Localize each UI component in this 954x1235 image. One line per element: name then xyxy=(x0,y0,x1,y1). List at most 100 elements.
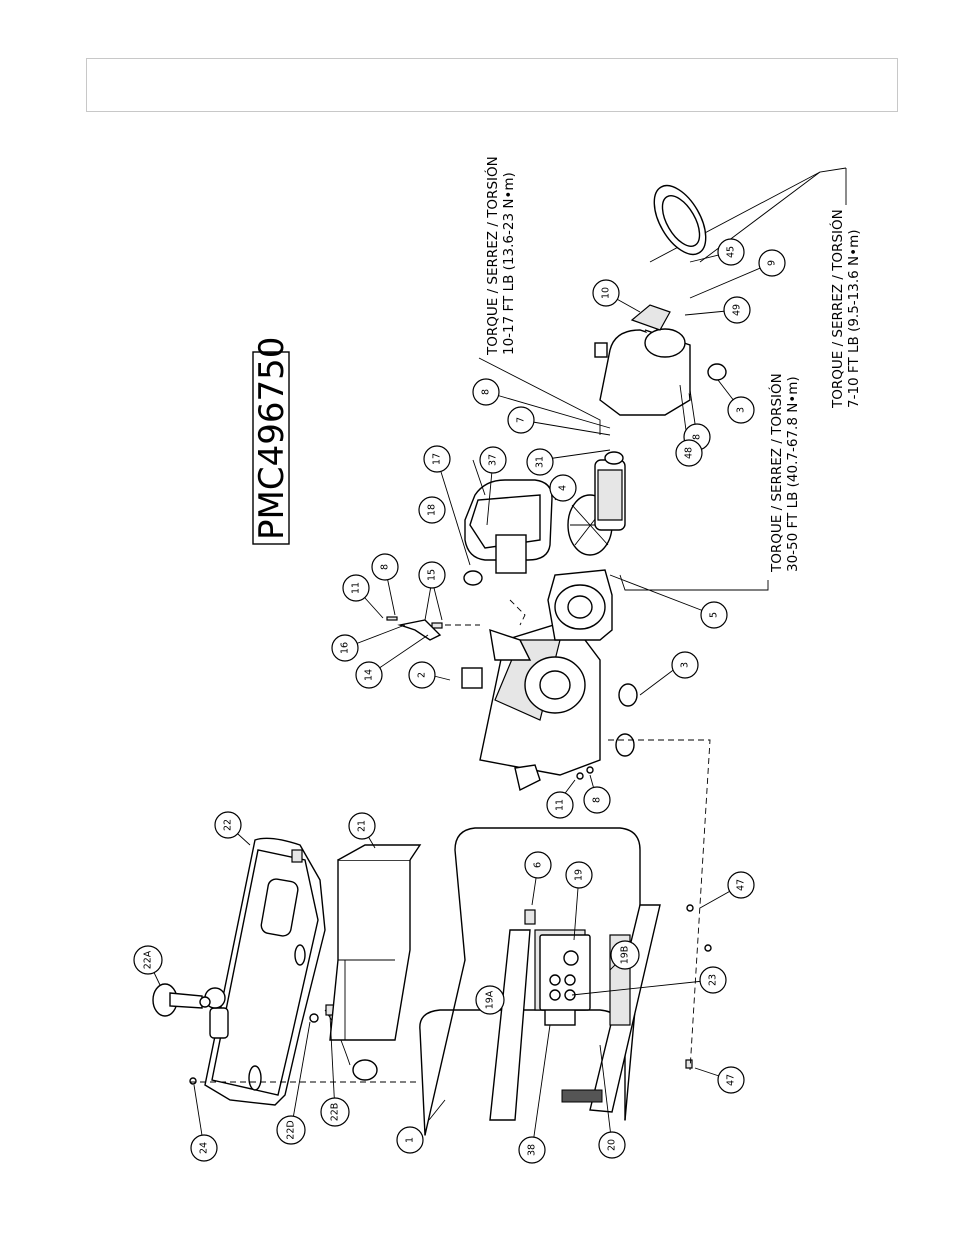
callout-31: 31 xyxy=(526,448,554,476)
callout-23: 23 xyxy=(699,966,727,994)
callout-47-bottom: 47 xyxy=(717,1066,745,1094)
torque-note-3-line2: 7-10 FT LB (9.5-13.6 N•m) xyxy=(846,229,862,408)
svg-text:11: 11 xyxy=(351,582,362,594)
svg-text:31: 31 xyxy=(535,456,546,468)
dash-mount xyxy=(608,739,711,1071)
callout-47-top: 47 xyxy=(727,871,755,899)
end-cover xyxy=(653,184,707,256)
callout-10: 10 xyxy=(592,279,620,307)
svg-text:9: 9 xyxy=(767,260,778,266)
torque-note-1-line1: TORQUE / SERREZ / TORSIÓN xyxy=(483,156,501,356)
spark-plug-boot xyxy=(463,570,483,586)
callout-22b: 22B xyxy=(320,1097,350,1127)
callout-48: 48 xyxy=(675,439,703,467)
callout-37: 37 xyxy=(479,446,507,474)
torque-note-2-line2: 30-50 FT LB (40.7-67.8 N•m) xyxy=(785,376,801,572)
svg-text:3: 3 xyxy=(736,407,747,413)
svg-text:37: 37 xyxy=(488,454,499,466)
stator-housing xyxy=(594,304,691,416)
callout-20: 20 xyxy=(598,1131,626,1159)
callout-17: 17 xyxy=(423,445,451,473)
callout-38: 38 xyxy=(518,1136,546,1164)
air-filter xyxy=(464,479,553,574)
svg-text:19B: 19B xyxy=(620,946,631,965)
fuel-cap xyxy=(152,983,211,1017)
svg-text:16: 16 xyxy=(340,642,351,654)
svg-text:20: 20 xyxy=(607,1139,618,1151)
callout-19b: 19B xyxy=(610,940,640,970)
engine xyxy=(461,619,601,792)
svg-text:1: 1 xyxy=(405,1137,416,1143)
svg-text:6: 6 xyxy=(533,862,544,868)
callout-8-bracket: 8 xyxy=(371,553,399,581)
rotor-fan xyxy=(567,451,626,556)
svg-text:14: 14 xyxy=(364,669,375,681)
callout-49: 49 xyxy=(723,296,751,324)
svg-text:7: 7 xyxy=(516,417,527,423)
callout-5: 5 xyxy=(700,601,728,629)
rear-housing xyxy=(547,569,613,641)
svg-text:18: 18 xyxy=(427,504,438,516)
svg-text:8: 8 xyxy=(481,389,492,395)
callout-22: 22 xyxy=(214,811,242,839)
svg-text:15: 15 xyxy=(427,569,438,581)
svg-text:8: 8 xyxy=(592,797,603,803)
muffler-bracket xyxy=(397,619,442,641)
svg-text:4: 4 xyxy=(558,485,569,491)
callout-3: 3 xyxy=(671,651,699,679)
callout-8-engine: 8 xyxy=(583,786,611,814)
callout-3-rear: 3 xyxy=(727,396,755,424)
callout-18: 18 xyxy=(418,496,446,524)
fasteners xyxy=(189,616,712,1085)
svg-text:45: 45 xyxy=(726,246,737,258)
svg-text:38: 38 xyxy=(527,1144,538,1156)
torque-note-3-line1: TORQUE / SERREZ / TORSIÓN xyxy=(828,209,846,409)
header-box xyxy=(86,58,898,112)
callout-8-top: 8 xyxy=(472,378,500,406)
svg-text:22D: 22D xyxy=(286,1120,297,1139)
engine-mount-left xyxy=(615,683,638,757)
control-panel xyxy=(539,934,591,1011)
fuel-valve xyxy=(309,1004,378,1081)
callout-24: 24 xyxy=(190,1134,218,1162)
callout-9: 9 xyxy=(758,249,786,277)
svg-text:5: 5 xyxy=(709,612,720,618)
svg-text:10: 10 xyxy=(601,287,612,299)
torque-note-2-line1: TORQUE / SERREZ / TORSIÓN xyxy=(767,373,785,573)
svg-text:17: 17 xyxy=(432,453,443,465)
callout-6: 6 xyxy=(524,851,552,879)
callout-19a: 19A xyxy=(475,985,505,1015)
svg-text:3: 3 xyxy=(680,662,691,668)
callout-15: 15 xyxy=(418,561,446,589)
callout-45: 45 xyxy=(717,238,745,266)
callout-11-top: 11 xyxy=(342,574,370,602)
torque-note-3: TORQUE / SERREZ / TORSIÓN 7-10 FT LB (9.… xyxy=(828,209,862,409)
callout-4: 4 xyxy=(549,474,577,502)
svg-text:22B: 22B xyxy=(330,1103,341,1122)
callout-21: 21 xyxy=(348,812,376,840)
svg-text:47: 47 xyxy=(726,1074,737,1086)
svg-text:24: 24 xyxy=(199,1142,210,1154)
svg-text:49: 49 xyxy=(732,304,743,316)
svg-text:47: 47 xyxy=(736,879,747,891)
svg-text:11: 11 xyxy=(555,799,566,811)
torque-note-2: TORQUE / SERREZ / TORSIÓN 30-50 FT LB (4… xyxy=(767,373,801,573)
svg-text:23: 23 xyxy=(708,974,719,986)
callout-16: 16 xyxy=(331,634,359,662)
model-number-label: PMC496750 xyxy=(252,337,292,545)
svg-text:19: 19 xyxy=(574,869,585,881)
engine-mount-right xyxy=(707,363,727,381)
model-number-text: PMC496750 xyxy=(252,337,292,540)
svg-text:48: 48 xyxy=(684,447,695,459)
fuel-tank xyxy=(204,837,326,1106)
callout-11-engine: 11 xyxy=(546,791,574,819)
callout-22d: 22D xyxy=(276,1115,306,1145)
svg-text:22: 22 xyxy=(223,819,234,831)
callout-1: 1 xyxy=(396,1126,424,1154)
callout-2: 2 xyxy=(408,661,436,689)
svg-text:2: 2 xyxy=(417,672,428,678)
svg-text:19A: 19A xyxy=(485,990,496,1009)
svg-text:8: 8 xyxy=(380,564,391,570)
torque-note-1: TORQUE / SERREZ / TORSIÓN 10-17 FT LB (1… xyxy=(483,156,517,356)
